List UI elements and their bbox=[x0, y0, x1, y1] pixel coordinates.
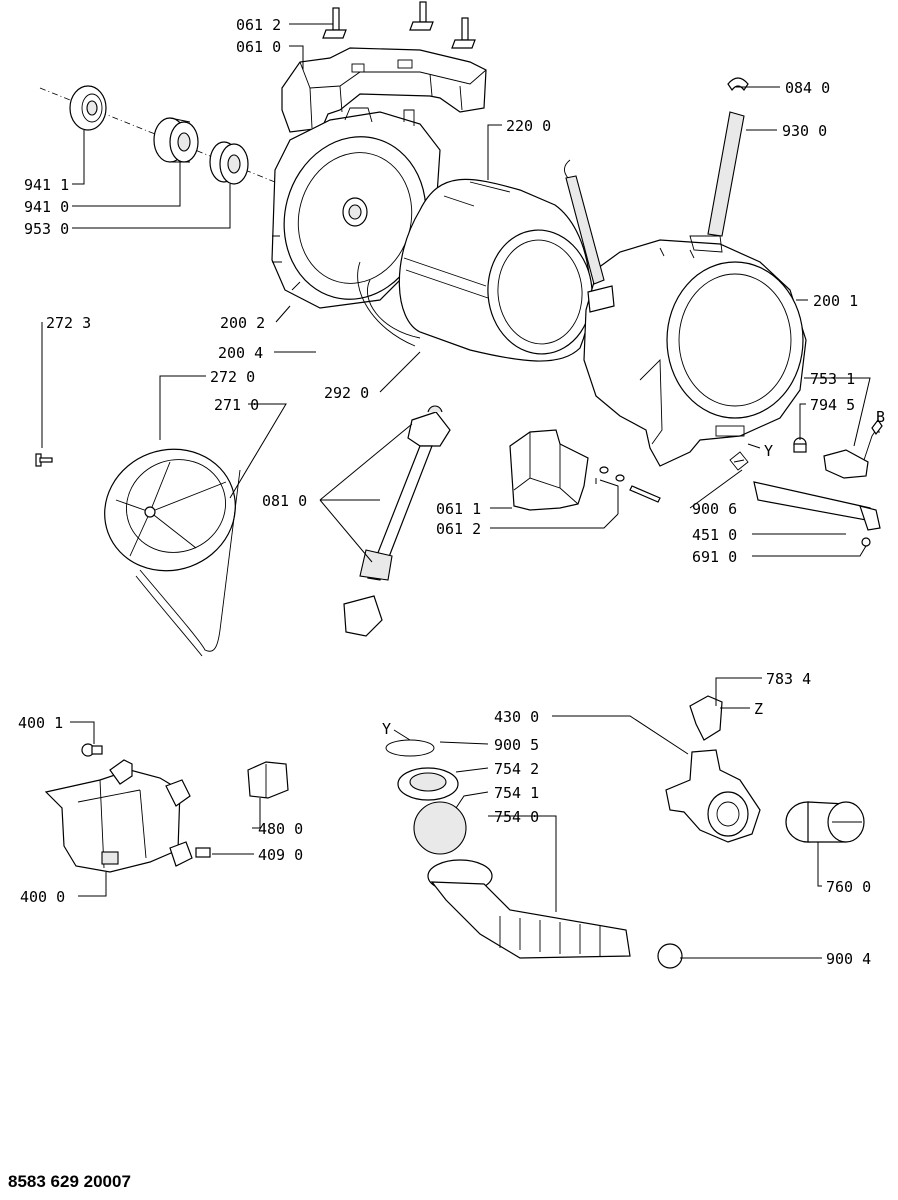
clip-part bbox=[729, 451, 749, 471]
callout-753-1: 753 1 bbox=[810, 370, 855, 388]
sensor-part bbox=[823, 418, 883, 479]
callout-691-0: 691 0 bbox=[692, 548, 737, 566]
plug-part bbox=[195, 847, 211, 858]
pulley-bolt-part bbox=[35, 453, 53, 467]
front-tub-part bbox=[583, 235, 807, 467]
callout-400-0: 400 0 bbox=[20, 888, 65, 906]
heater-part bbox=[753, 481, 881, 547]
rear-tub-part bbox=[271, 107, 441, 309]
callout-754-1: 754 1 bbox=[494, 784, 539, 802]
callout-953-0: 953 0 bbox=[24, 220, 69, 238]
pulley-part bbox=[104, 448, 236, 572]
spring-right-part bbox=[707, 77, 749, 237]
callout-Y: Y bbox=[764, 442, 773, 460]
callout-084-0: 084 0 bbox=[785, 79, 830, 97]
callout-941-0: 941 0 bbox=[24, 198, 69, 216]
callout-292-0: 292 0 bbox=[324, 384, 369, 402]
elbow-part bbox=[689, 695, 723, 741]
callout-061-2: 061 2 bbox=[436, 520, 481, 538]
callout-754-2: 754 2 bbox=[494, 760, 539, 778]
leader-lines bbox=[41, 23, 880, 959]
callout-061-1: 061 1 bbox=[436, 500, 481, 518]
callout-061-0: 061 0 bbox=[236, 38, 281, 56]
callout-271-0: 271 0 bbox=[214, 396, 259, 414]
callout-B: B bbox=[876, 408, 885, 426]
callout-061-2: 061 2 bbox=[236, 16, 281, 34]
callout-451-0: 451 0 bbox=[692, 526, 737, 544]
drawing-number: 8583 629 20007 bbox=[8, 1172, 131, 1191]
spring-left-part bbox=[564, 159, 615, 313]
callout-900-5: 900 5 bbox=[494, 736, 539, 754]
callout-400-1: 400 1 bbox=[18, 714, 63, 732]
connector-part bbox=[247, 761, 289, 799]
callout-900-4: 900 4 bbox=[826, 950, 871, 968]
hose-754-0 bbox=[427, 859, 631, 959]
callout-200-2: 200 2 bbox=[220, 314, 265, 332]
callout-430-0: 430 0 bbox=[494, 708, 539, 726]
callout-Y: Y bbox=[382, 720, 391, 738]
callout-754-0: 754 0 bbox=[494, 808, 539, 826]
drain-pump-part bbox=[44, 759, 193, 873]
hose-clamp-900-4 bbox=[657, 943, 683, 969]
callout-272-3: 272 3 bbox=[46, 314, 91, 332]
top-bolts-part bbox=[322, 1, 476, 49]
callout-272-0: 272 0 bbox=[210, 368, 255, 386]
counterweight-screw-part bbox=[599, 466, 661, 503]
gasket-part bbox=[357, 261, 421, 347]
callout-794-5: 794 5 bbox=[810, 396, 855, 414]
callout-409-0: 409 0 bbox=[258, 846, 303, 864]
bearing-941-1 bbox=[69, 85, 107, 131]
ball-754-1 bbox=[413, 801, 467, 855]
callout-480-0: 480 0 bbox=[258, 820, 303, 838]
drum-part bbox=[398, 178, 593, 362]
seal-953-0 bbox=[209, 141, 249, 185]
callout-760-0: 760 0 bbox=[826, 878, 871, 896]
callout-900-6: 900 6 bbox=[692, 500, 737, 518]
callout-Z: Z bbox=[754, 700, 763, 718]
pump-body-part bbox=[665, 749, 761, 843]
bearing-941-0 bbox=[153, 117, 199, 163]
pump-filter-cap-part bbox=[81, 743, 103, 757]
grommet-part bbox=[793, 437, 807, 453]
lower-counterweight-part bbox=[509, 429, 589, 511]
callout-081-0: 081 0 bbox=[262, 492, 307, 510]
gasket-754-2 bbox=[397, 767, 459, 801]
clamp-900-5 bbox=[385, 739, 435, 757]
callout-200-4: 200 4 bbox=[218, 344, 263, 362]
callout-220-0: 220 0 bbox=[506, 117, 551, 135]
belt-part bbox=[135, 469, 241, 657]
callout-783-4: 783 4 bbox=[766, 670, 811, 688]
callout-200-1: 200 1 bbox=[813, 292, 858, 310]
callout-941-1: 941 1 bbox=[24, 176, 69, 194]
filter-part bbox=[785, 801, 865, 843]
callout-930-0: 930 0 bbox=[782, 122, 827, 140]
callout-labels: 061 2 061 0 084 0 220 0 930 0 941 1 941 0 953 0… bbox=[18, 16, 885, 968]
shock-absorber-part bbox=[343, 405, 451, 637]
